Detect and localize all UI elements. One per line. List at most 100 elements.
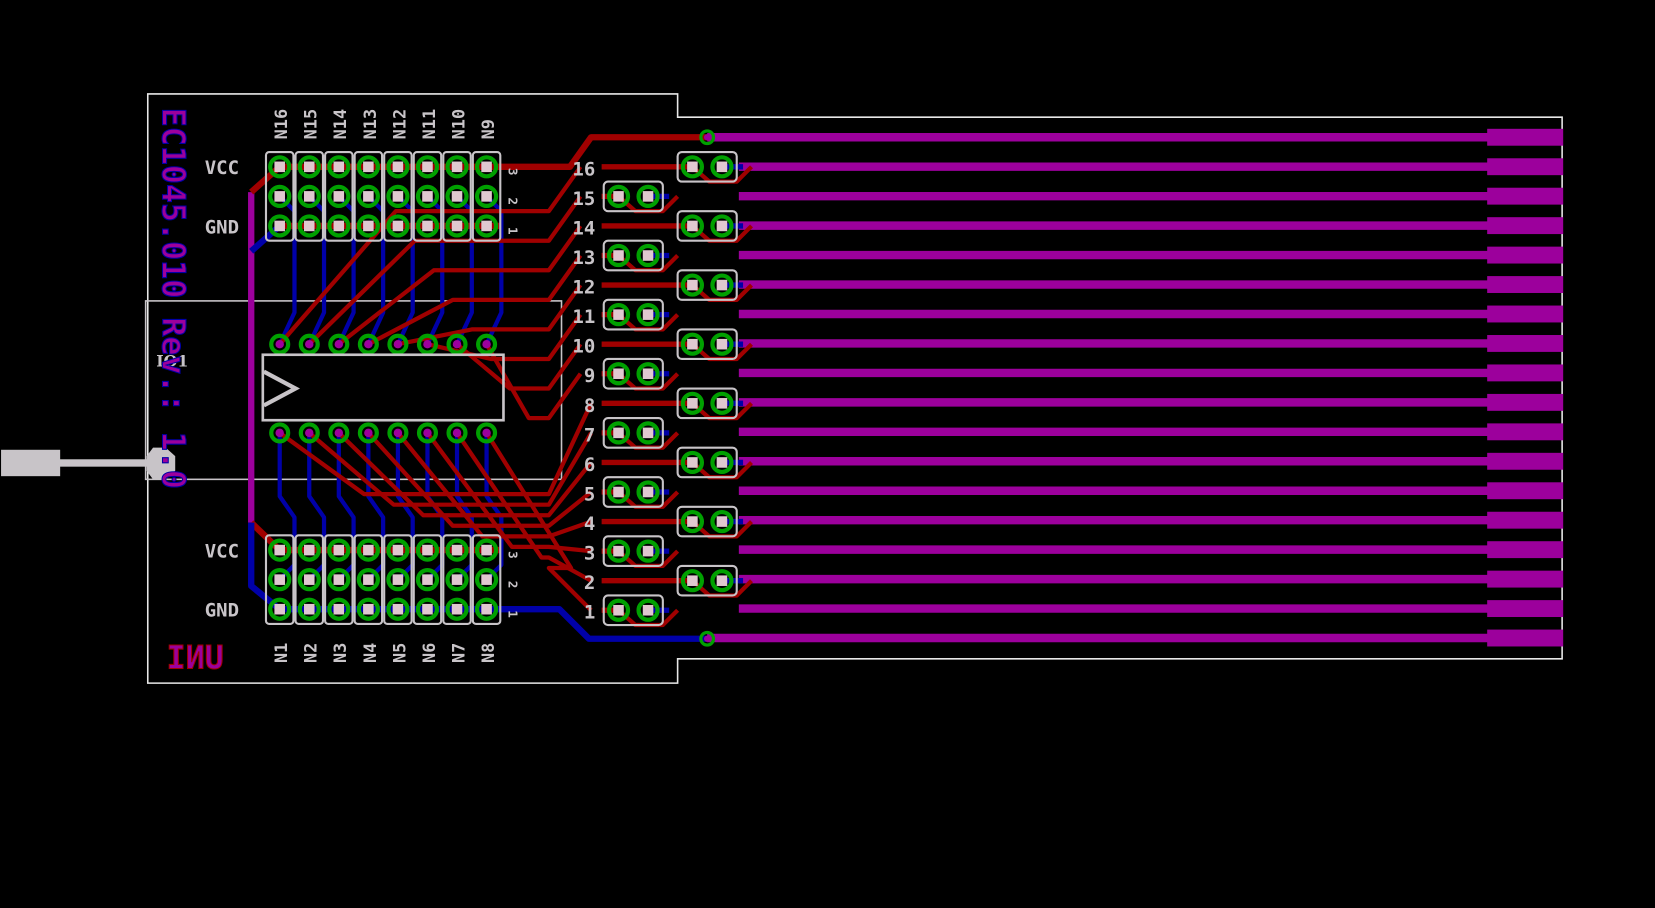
pad-drill (392, 544, 404, 556)
top-header-pin-2: 2 (506, 197, 521, 205)
pad-drill (451, 603, 463, 615)
ic-label: IO1 (156, 351, 188, 370)
ic-pin (269, 333, 291, 355)
pad-drill (716, 575, 728, 586)
net-label: N5 (389, 643, 409, 663)
pad-drill (363, 191, 374, 202)
pad-drill (687, 398, 698, 409)
pad-drill (274, 603, 285, 615)
header-pad (297, 155, 321, 179)
pad-drill (642, 250, 654, 261)
channel-label: 10 (572, 336, 595, 358)
pad (636, 303, 660, 327)
header-pad (297, 568, 321, 592)
header-pad (386, 597, 410, 621)
pad (710, 332, 734, 356)
ic-pin-drill (305, 339, 314, 349)
ic-body[interactable] (261, 353, 505, 422)
signal-trace-top (307, 431, 593, 507)
pad (710, 391, 734, 415)
header-pad (386, 568, 410, 592)
header-pad (386, 538, 410, 562)
pad-drill (642, 427, 654, 439)
pad (680, 332, 705, 356)
net-label: N11 (419, 109, 439, 139)
ic-pin (446, 422, 468, 444)
test-lead-plug[interactable] (1, 449, 61, 477)
bottom-header-pin-2: 2 (506, 581, 521, 589)
gnd-label-bottom: GND (205, 600, 239, 622)
gnd-label-top: GND (205, 216, 239, 238)
pad-drill (333, 220, 345, 232)
header-pad (474, 184, 499, 208)
edge-finger (1487, 482, 1564, 500)
ic-pin-drill (334, 339, 344, 349)
edge-connector (1487, 128, 1564, 647)
header-pad (415, 155, 440, 179)
pad (606, 303, 631, 327)
edge-finger (1487, 393, 1564, 411)
channel-label: 16 (572, 158, 595, 180)
net-label: N1 (271, 643, 291, 663)
header-outline (471, 150, 502, 242)
header-pad (327, 597, 351, 621)
pad-drill (687, 279, 698, 291)
pad-drill (687, 457, 698, 468)
header-pad (445, 568, 469, 592)
header-pad (445, 155, 469, 179)
pad-drill (481, 574, 492, 585)
signal-trace-top (278, 402, 593, 497)
header-pad (356, 538, 380, 562)
net-label: N2 (301, 643, 321, 663)
pad-drill (687, 575, 698, 586)
pad-drill (303, 574, 315, 585)
pad-drill (613, 427, 624, 439)
pad (710, 155, 734, 179)
header-outline (264, 534, 295, 626)
header-pad (356, 214, 380, 238)
bottom-header-pin-1: 1 (506, 610, 521, 618)
ic-pin (357, 333, 379, 355)
pad-drill (451, 220, 463, 232)
vcc-label-bottom: VCC (205, 540, 239, 562)
pad-drill (481, 544, 492, 556)
header-pad (415, 214, 440, 238)
via-drill (704, 134, 711, 141)
ic-pin-drill (393, 428, 403, 438)
ic-pin (328, 422, 350, 444)
pad-drill (422, 544, 433, 556)
edge-finger (1487, 217, 1564, 235)
pad-drill (333, 603, 345, 615)
jumper-outline (676, 150, 738, 183)
board-logo-text: UNI (167, 640, 224, 676)
header-pad (474, 568, 499, 592)
pad-drill (451, 191, 463, 202)
edge-finger (1487, 511, 1564, 529)
signal-trace-bottom (366, 432, 386, 582)
pad (680, 391, 705, 415)
signal-trace-top (425, 431, 592, 554)
channel-label: 2 (584, 572, 595, 594)
jumper-outline (602, 180, 664, 213)
ic-pin (328, 333, 350, 355)
edge-finger (1487, 246, 1564, 264)
jumper-outline (676, 446, 738, 479)
channel-labels: 16 15 14 13 12 11 10 9 8 7 6 5 4 3 2 1 (572, 158, 595, 623)
edge-finger (1487, 128, 1564, 146)
edge-finger (1487, 629, 1564, 647)
header-outline (383, 534, 413, 626)
test-lead-probe[interactable] (146, 447, 176, 480)
pad-drill (422, 161, 433, 173)
pad-drill (422, 191, 433, 202)
channel-label: 13 (572, 247, 595, 269)
pad (606, 598, 631, 622)
ic-pin (357, 422, 379, 444)
edge-finger (1487, 600, 1564, 618)
traces-layer (248, 133, 1489, 643)
header-pad (356, 184, 380, 208)
jumper-outline (676, 269, 738, 301)
ic-pin-drill (334, 428, 344, 438)
pad-drill (274, 574, 285, 585)
channel-label: 5 (584, 483, 595, 505)
